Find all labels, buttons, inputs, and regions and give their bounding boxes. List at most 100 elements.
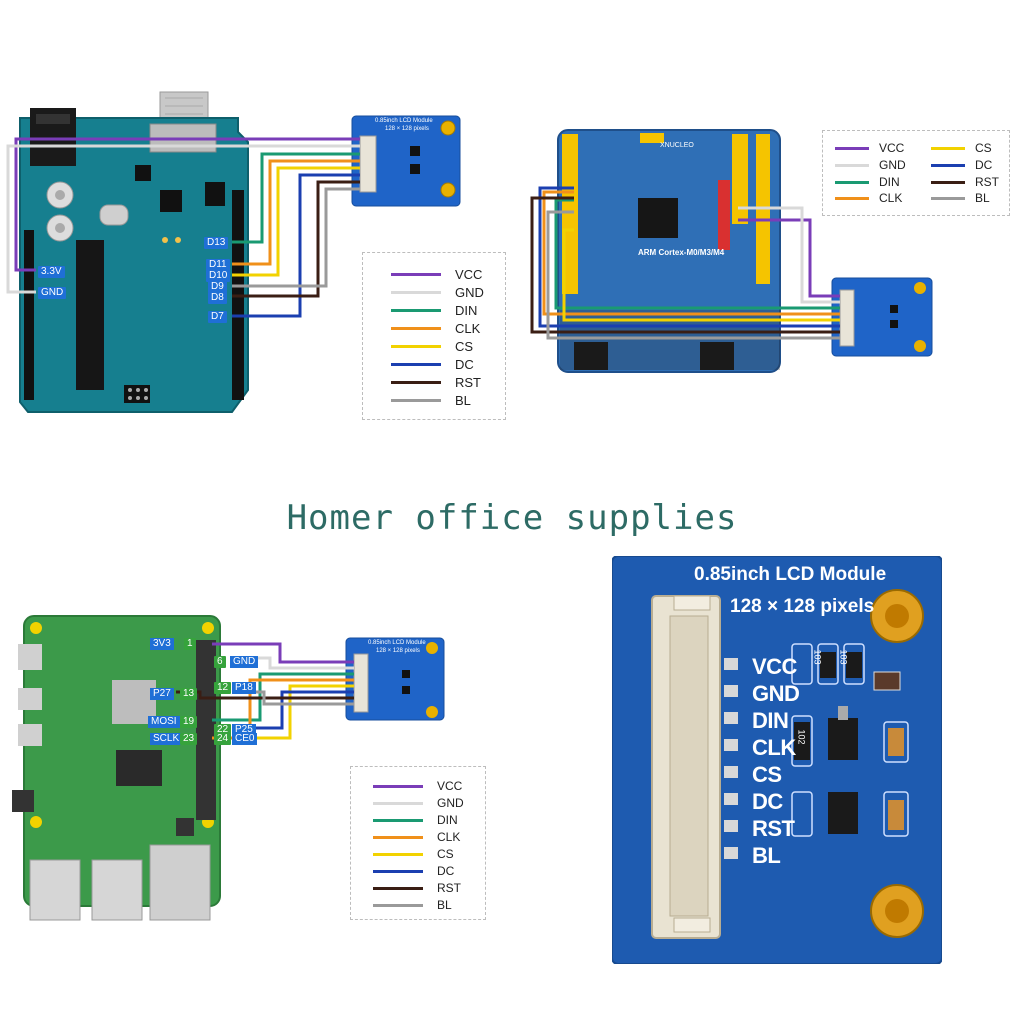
legend-swatch — [835, 146, 869, 150]
legend-label: RST — [455, 375, 481, 390]
big-pin-label: DC — [752, 789, 783, 814]
wire-legend-arduino: VCC GND DIN CLK CS DC RST BL — [362, 252, 506, 420]
legend-swatch — [373, 852, 423, 856]
chip-label: 102 — [796, 729, 807, 745]
legend-label: DIN — [455, 303, 478, 318]
legend-label: BL — [975, 191, 990, 205]
chip-label: 103 — [838, 649, 849, 665]
legend-swatch — [391, 273, 441, 276]
rpi-label-pin1: 1 — [184, 638, 196, 650]
legend-label: DIN — [437, 813, 458, 827]
legend-label: VCC — [455, 267, 483, 282]
brand-watermark: Homer office supplies — [286, 498, 738, 538]
rpi-label-3v3: 3V3 — [150, 638, 174, 650]
rpi-label-sclk: SCLK — [150, 733, 183, 745]
legend-swatch — [835, 196, 869, 200]
rpi-label-mosi: MOSI — [148, 716, 180, 728]
legend-swatch — [373, 835, 423, 839]
rpi-label-pin12: 12 — [214, 682, 232, 694]
pin-label-d10: D10 — [206, 270, 231, 282]
rpi-label-pin6: 6 — [214, 656, 226, 668]
pin-label-3v3: 3.3V — [38, 266, 65, 278]
arduino-board — [6, 91, 461, 413]
pin-label-d7: D7 — [208, 311, 227, 323]
rpi-label-p18: P18 — [232, 682, 256, 694]
legend-swatch — [931, 146, 965, 150]
pin-label-d11: D11 — [206, 259, 230, 271]
legend-swatch — [373, 818, 423, 822]
rpi-label-gnd: GND — [230, 656, 259, 668]
big-pin-label: BL — [752, 843, 781, 868]
nucleo-model: ARM Cortex-M0/M3/M4 — [638, 248, 725, 257]
legend-swatch — [391, 363, 441, 366]
legend-swatch — [931, 196, 965, 200]
nucleo-board — [530, 129, 933, 373]
rpi-diagram: 0.85inch LCD Module 128 × 128 pixels 3V3… — [0, 600, 460, 930]
legend-label: VCC — [437, 779, 463, 793]
rpi-label-pin24: 24 — [214, 733, 232, 745]
lcd-module-board — [612, 556, 942, 964]
legend-label: BL — [455, 393, 471, 408]
legend-swatch — [391, 291, 441, 294]
chip-label: 103 — [812, 649, 823, 665]
lcd-module-closeup: 0.85inch LCD Module 128 × 128 pixels 103… — [612, 556, 942, 964]
legend-swatch — [373, 903, 423, 907]
rpi-module-resolution: 128 × 128 pixels — [376, 648, 420, 654]
legend-swatch — [931, 180, 965, 184]
big-pin-label: RST — [752, 816, 795, 841]
big-pin-label: VCC — [752, 654, 797, 679]
legend-swatch — [931, 163, 965, 167]
legend-swatch — [373, 886, 423, 890]
legend-label: CS — [975, 141, 992, 155]
big-pin-label: DIN — [752, 708, 789, 733]
pin-label-d8: D8 — [208, 292, 227, 304]
rpi-label-pin23: 23 — [180, 733, 198, 745]
legend-swatch — [391, 399, 441, 402]
wire-legend-rpi: VCC GND DIN CLK CS DC RST BL — [350, 766, 486, 920]
big-module-title: 0.85inch LCD Module — [694, 564, 887, 585]
legend-label: CS — [437, 847, 454, 861]
legend-label: VCC — [879, 141, 905, 155]
big-module-resolution: 128 × 128 pixels — [730, 596, 875, 617]
small-module-resolution: 128 × 128 pixels — [385, 126, 429, 132]
legend-swatch — [835, 180, 869, 184]
legend-label: BL — [437, 898, 452, 912]
legend-label: CLK — [455, 321, 481, 336]
legend-label: DIN — [879, 175, 900, 189]
legend-label: RST — [975, 175, 999, 189]
legend-swatch — [835, 163, 869, 167]
rpi-label-ce0: CE0 — [232, 733, 258, 745]
wire-legend-nucleo: VCC GND DIN CLK CS DC RST BL — [822, 130, 1010, 216]
rpi-label-pin13: 13 — [180, 688, 198, 700]
legend-label: CS — [455, 339, 474, 354]
legend-label: DC — [455, 357, 474, 372]
pin-label-d9: D9 — [208, 281, 227, 293]
legend-label: GND — [455, 285, 484, 300]
legend-label: CLK — [879, 191, 903, 205]
legend-swatch — [391, 345, 441, 348]
arduino-diagram: 0.85inch LCD Module 128 × 128 pixels 3.3… — [0, 80, 520, 420]
legend-label: GND — [437, 796, 464, 810]
nucleo-diagram: XNUCLEO ARM Cortex-M0/M3/M4 — [520, 120, 940, 380]
big-pin-label: GND — [752, 681, 800, 706]
big-pin-label: CS — [752, 762, 782, 787]
legend-swatch — [373, 869, 423, 873]
nucleo-logo: XNUCLEO — [660, 142, 694, 149]
legend-label: CLK — [437, 830, 461, 844]
big-pin-label: CLK — [752, 735, 796, 760]
legend-swatch — [391, 309, 441, 312]
legend-label: RST — [437, 881, 461, 895]
rpi-label-p27: P27 — [150, 688, 174, 700]
legend-swatch — [373, 784, 423, 788]
legend-label: DC — [975, 158, 993, 172]
legend-swatch — [391, 381, 441, 384]
small-module-title: 0.85inch LCD Module — [375, 118, 433, 124]
legend-label: GND — [879, 158, 906, 172]
legend-swatch — [391, 327, 441, 330]
pin-label-gnd: GND — [38, 287, 67, 299]
legend-label: DC — [437, 864, 455, 878]
legend-swatch — [373, 801, 423, 805]
rpi-label-pin19: 19 — [180, 716, 198, 728]
pin-label-d13: D13 — [204, 237, 229, 249]
rpi-module-title: 0.85inch LCD Module — [368, 640, 426, 646]
